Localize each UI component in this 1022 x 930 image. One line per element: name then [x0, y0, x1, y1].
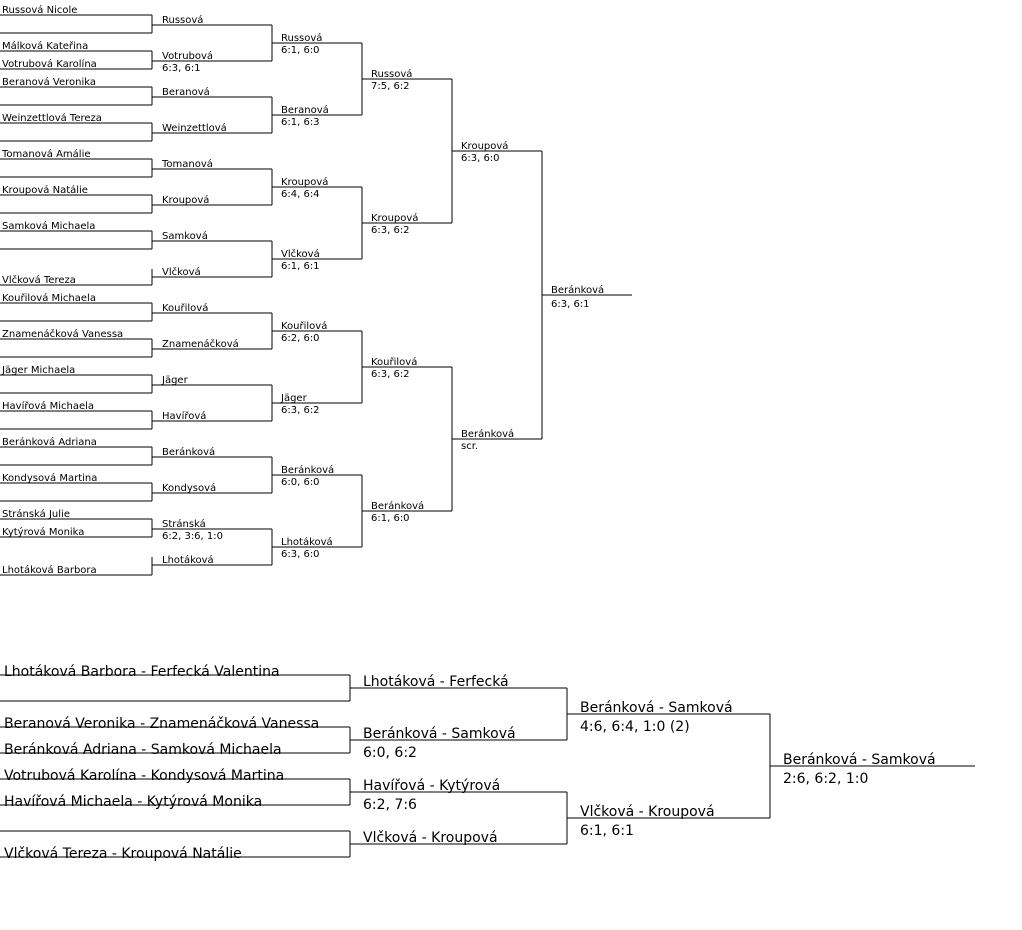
singles-r1-player: Russová Nicole — [2, 4, 77, 16]
singles-r3-player: Kouřilová — [281, 320, 327, 332]
singles-r2-player: Beranová — [162, 86, 210, 98]
doubles-r2-team: Lhotáková - Ferfecká — [363, 674, 509, 690]
doubles-r2-score: 6:2, 7:6 — [363, 797, 417, 813]
singles-r2-player: Weinzettlová — [162, 122, 227, 134]
singles-r2-player: Lhotáková — [162, 554, 214, 566]
doubles-r2-team: Vlčková - Kroupová — [363, 830, 498, 846]
singles-r1-player: Samková Michaela — [2, 220, 95, 232]
doubles-r3-team: Beránková - Samková — [580, 700, 733, 716]
singles-r3-score: 6:1, 6:1 — [281, 261, 320, 272]
doubles-r3-team: Vlčková - Kroupová — [580, 804, 715, 820]
singles-r2-score: 6:2, 3:6, 1:0 — [162, 531, 223, 542]
singles-r3-player: Beránková — [281, 464, 334, 476]
singles-r1-player: Vlčková Tereza — [2, 274, 76, 286]
singles-r2-player: Stránská — [162, 518, 206, 530]
doubles-r2-score: 6:0, 6:2 — [363, 745, 417, 761]
singles-r1-player: Kytýrová Monika — [2, 526, 84, 538]
singles-r4-player: Kouřilová — [371, 356, 417, 368]
singles-r1-player: Kroupová Natálie — [2, 184, 88, 196]
singles-r3-player: Jäger — [280, 393, 308, 404]
singles-r3-player: Beranová — [281, 104, 329, 116]
singles-r3-score: 6:3, 6:0 — [281, 549, 320, 560]
singles-r4-player: Russová — [371, 68, 412, 80]
singles-r5-player: Kroupová — [461, 140, 508, 152]
singles-r1-player: Tomanová Amálie — [1, 148, 91, 160]
singles-r2-player: Votrubová — [162, 50, 213, 62]
doubles-r2-team: Beránková - Samková — [363, 726, 516, 742]
singles-winner-name: Beránková — [551, 284, 604, 296]
singles-r2-player: Kroupová — [162, 194, 209, 206]
singles-r3-player: Vlčková — [281, 248, 320, 260]
singles-r2-score: 6:3, 6:1 — [162, 63, 201, 74]
singles-r1-player: Kondysová Martina — [2, 472, 97, 484]
singles-r1-player: Znamenáčková Vanessa — [2, 328, 123, 340]
singles-r2-player: Kouřilová — [162, 302, 208, 314]
singles-r3-score: 6:1, 6:0 — [281, 45, 320, 56]
singles-r1-player: Beranová Veronika — [2, 76, 96, 88]
singles-r5-score: 6:3, 6:0 — [461, 153, 500, 164]
singles-r3-score: 6:3, 6:2 — [281, 405, 320, 416]
singles-r4-player: Kroupová — [371, 212, 418, 224]
singles-r3-player: Kroupová — [281, 176, 328, 188]
singles-r1-player: Beránková Adriana — [2, 436, 97, 448]
singles-r3-score: 6:4, 6:4 — [281, 189, 320, 200]
doubles-winner-team: Beránková - Samková — [783, 752, 936, 768]
doubles-r3-score: 4:6, 6:4, 1:0 (2) — [580, 719, 690, 735]
singles-r4-score: 6:3, 6:2 — [371, 369, 410, 380]
singles-r4-score: 6:3, 6:2 — [371, 225, 410, 236]
singles-r4-player: Beránková — [371, 500, 424, 512]
singles-r3-player: Russová — [281, 32, 322, 44]
singles-r2-player: Znamenáčková — [162, 338, 239, 350]
singles-r3-score: 6:2, 6:0 — [281, 333, 320, 344]
doubles-r1-team: Vlčková Tereza - Kroupová Natálie — [4, 846, 242, 862]
singles-r1-player: Stránská Julie — [2, 508, 70, 520]
singles-r3-score: 6:1, 6:3 — [281, 117, 320, 128]
singles-r1-player: Weinzettlová Tereza — [2, 112, 102, 124]
singles-r5-player: Beránková — [461, 428, 514, 440]
singles-r2-player: Beránková — [162, 446, 215, 458]
doubles-r1-team: Lhotáková Barbora - Ferfecká Valentina — [4, 664, 280, 680]
singles-r3-player: Lhotáková — [281, 536, 333, 548]
singles-r1-player: Lhotáková Barbora — [2, 564, 97, 576]
singles-r1-player: Kouřilová Michaela — [2, 292, 96, 304]
singles-r5-score: scr. — [461, 441, 478, 452]
doubles-r2-team: Havířová - Kytýrová — [363, 778, 500, 794]
singles-r2-player: Tomanová — [161, 158, 213, 170]
singles-r4-score: 6:1, 6:0 — [371, 513, 410, 524]
doubles-r1-team: Beránková Adriana - Samková Michaela — [4, 742, 282, 758]
singles-r2-player: Russová — [162, 14, 203, 26]
singles-r3-score: 6:0, 6:0 — [281, 477, 320, 488]
singles-r4-score: 7:5, 6:2 — [371, 81, 410, 92]
singles-r1-player: Jäger Michaela — [1, 365, 75, 376]
singles-r1-player: Havířová Michaela — [2, 400, 94, 412]
doubles-r1-team: Votrubová Karolína - Kondysová Martina — [4, 768, 284, 784]
singles-r2-player: Jäger — [161, 375, 189, 386]
doubles-r1-team: Havířová Michaela - Kytýrová Monika — [4, 794, 262, 810]
singles-r2-player: Vlčková — [162, 266, 201, 278]
singles-r2-player: Samková — [162, 230, 208, 242]
doubles-r3-score: 6:1, 6:1 — [580, 823, 634, 839]
doubles-winner-score: 2:6, 6:2, 1:0 — [783, 771, 868, 787]
singles-r1-player: Málková Kateřina — [2, 40, 88, 52]
doubles-r1-team: Beranová Veronika - Znamenáčková Vanessa — [4, 716, 319, 732]
singles-winner-score: 6:3, 6:1 — [551, 299, 590, 310]
singles-r1-player: Votrubová Karolína — [2, 58, 97, 70]
singles-r2-player: Kondysová — [162, 482, 216, 494]
singles-r2-player: Havířová — [162, 410, 206, 422]
